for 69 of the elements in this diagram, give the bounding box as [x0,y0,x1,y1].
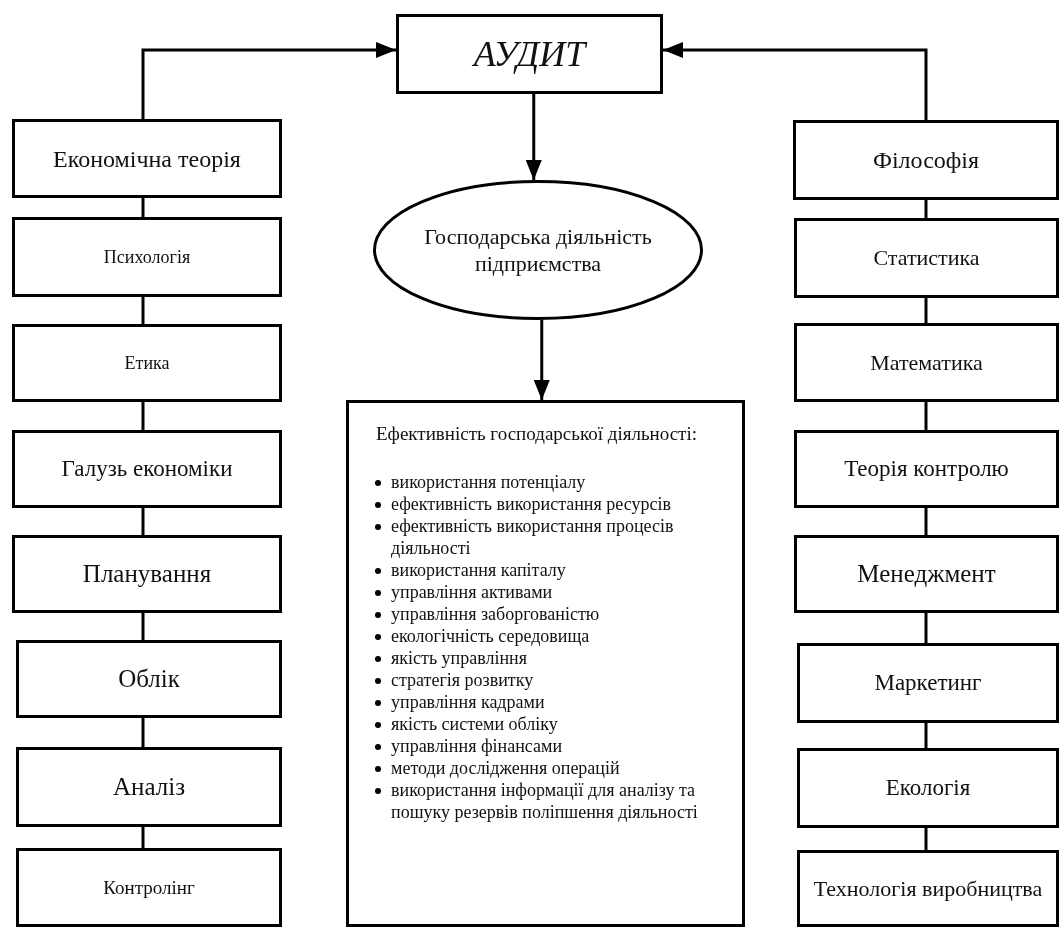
list-item: методи дослідження операцій [371,757,620,779]
connector-line [141,718,145,747]
subject-box [12,535,282,613]
list-item: управління кадрами [371,691,545,713]
node-label: Аналіз [112,772,185,803]
list-item: стратегія розвитку [371,669,534,691]
list-item: використання капіталу [371,559,566,581]
connector-line [924,828,928,850]
subject-box [12,119,282,198]
connector-line [141,827,145,848]
subject-box [12,217,282,297]
node-label: Планування [82,559,212,590]
subject-box [794,323,1059,402]
subject-box [794,218,1059,298]
subject-box [794,430,1059,508]
list-item: якість системи обліку [371,713,558,735]
list-item: використання потенціалу [371,471,586,493]
node-label: Екологія [885,773,971,802]
list-item: використання інформації для аналізу та пошуку резервів поліпшення діяльності [371,779,728,823]
subject-box [794,535,1059,613]
subject-box [16,848,282,927]
arrow [141,42,396,119]
connector-line [924,723,928,748]
subject-box [797,643,1059,723]
list-item: управління заборгованістю [371,603,600,625]
subject-box [16,640,282,718]
connector-line [924,402,928,430]
node-label: Менеджмент [857,559,996,590]
subject-box [797,748,1059,828]
connector-line [924,298,928,323]
arrow [663,42,928,120]
subject-box [12,324,282,402]
node-label: Філософія [872,146,980,175]
arrow [533,320,550,400]
list-item: якість управління [371,647,527,669]
list-heading: Ефективність господарської діяльності: [376,423,697,445]
connector-line [924,508,928,535]
list-item: управління фінансами [371,735,563,757]
connector-line [141,402,145,430]
connector-line [141,198,145,217]
connector-line [141,613,145,640]
list-item: управління активами [371,581,553,603]
title-text: АУДИТ [473,32,586,76]
node-label: Статистика [873,244,980,272]
node-label: Контролінг [103,875,195,900]
node-label: Економічна теорія [53,144,241,174]
subject-box [793,120,1059,200]
node-label: Етика [124,351,170,375]
list-item: ефективність використання ресурсів [371,493,671,515]
node-label: Технологія виробництва [813,874,1043,903]
node-label: Маркетинг [874,668,982,697]
list-item: екологічність середовища [371,625,590,647]
connector-line [141,508,145,535]
activity-ellipse [373,180,703,320]
node-label: Галузь економіки [61,454,233,483]
node-label: Теорія контролю [844,454,1009,483]
connector-line [141,297,145,324]
connector-line [924,613,928,643]
subject-box [12,430,282,508]
arrow [525,94,542,180]
subject-box [16,747,282,827]
connector-line [924,200,928,218]
title-box [396,14,663,94]
node-label: Математика [870,348,983,377]
node-label: Господарська діяльність підприємства [423,222,653,278]
list-box [346,400,745,927]
subject-box [797,850,1059,927]
node-label: Психологія [103,245,191,269]
node-label: Облік [118,664,180,695]
